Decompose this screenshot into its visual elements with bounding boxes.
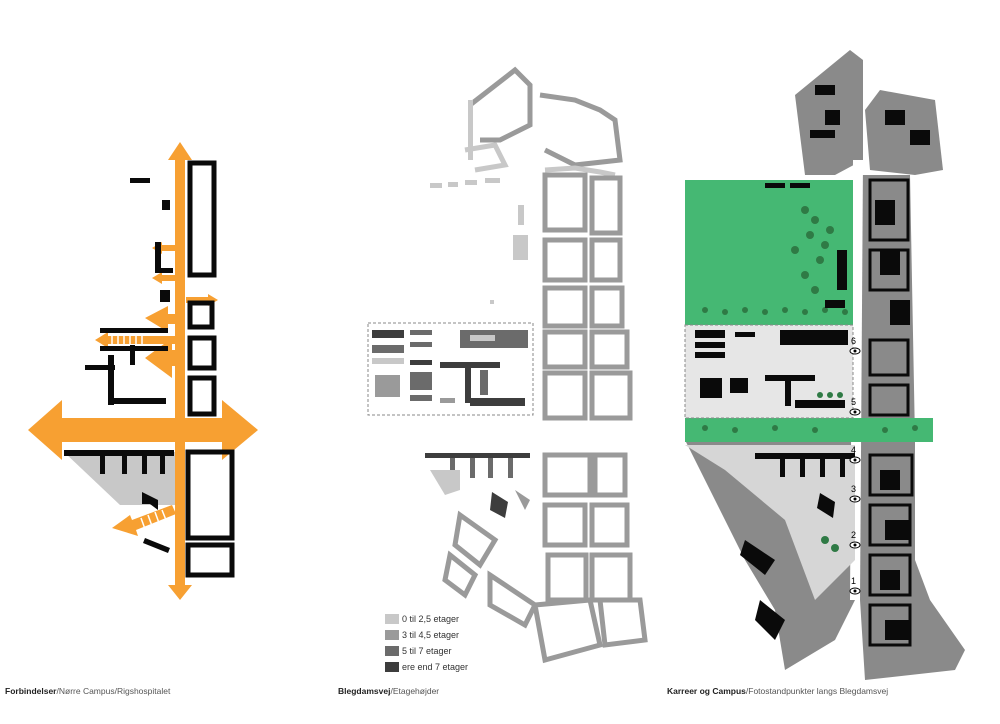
hospital-buildings <box>185 160 235 578</box>
viewpoint-1: 1 <box>849 576 861 595</box>
block-outlines <box>868 178 914 647</box>
comb-building <box>64 450 174 553</box>
south-east-blocks <box>532 452 648 664</box>
campus-buildings <box>85 178 173 405</box>
panel-karreer-og-campus: 6 5 4 3 2 1 Karreer o <box>665 0 1000 724</box>
gray-wedge <box>64 452 175 505</box>
striped-arrow-upper <box>95 332 178 348</box>
legend-swatch <box>385 630 399 640</box>
building-heights-map <box>367 66 648 664</box>
legend-item: 5 til 7 etager <box>385 643 468 659</box>
panel-blegdamsvej: 0 til 2,5 etager 3 til 4,5 etager 5 til … <box>330 0 665 724</box>
viewpoint-3: 3 <box>849 484 861 503</box>
green-strip <box>685 418 933 442</box>
caption-blegdamsvej: Blegdamsvej/Etagehøjder <box>338 686 440 696</box>
caption-karreer-og-campus: Karreer og Campus/Fotostandpunkter langs… <box>667 686 889 696</box>
viewpoint-2: 2 <box>849 530 861 549</box>
striped-arrow-lower-2 <box>112 505 176 536</box>
vertical-arrow <box>168 142 192 600</box>
black-buildings <box>695 85 930 640</box>
legend-swatch <box>385 614 399 624</box>
viewpoint-number: 1 <box>851 576 856 586</box>
upper-arrow-2 <box>145 306 178 332</box>
north-blocks <box>464 66 623 178</box>
viewpoint-5: 5 <box>849 397 861 416</box>
side-arrow-2 <box>152 272 176 284</box>
campus-selection-box <box>367 322 534 416</box>
caption-subtitle: Etagehøjder <box>392 686 440 696</box>
caption-title: Karreer og Campus <box>667 686 746 696</box>
horizontal-arrow <box>28 400 258 460</box>
viewpoint-number: 2 <box>851 530 856 540</box>
north-fragments <box>430 100 528 304</box>
viewpoint-number: 5 <box>851 397 856 407</box>
viewpoint-6: 6 <box>849 336 861 355</box>
east-blocks <box>542 172 633 421</box>
block-campus-map: 6 5 4 3 2 1 <box>684 50 965 680</box>
connections-diagram <box>28 142 258 600</box>
caption-title: Forbindelser <box>5 686 57 696</box>
viewpoint-number: 6 <box>851 336 856 346</box>
legend-item: ere end 7 etager <box>385 659 468 675</box>
tree-clusters <box>702 206 918 552</box>
legend-label: ere end 7 etager <box>402 662 469 672</box>
legend-label: 5 til 7 etager <box>402 646 452 656</box>
viewpoint-4: 4 <box>849 445 861 464</box>
legend-label: 3 til 4,5 etager <box>402 630 460 640</box>
legend-swatch <box>385 662 399 672</box>
viewpoint-number: 3 <box>851 484 856 494</box>
upper-arrow-1 <box>145 338 178 378</box>
campus-buildings <box>372 330 528 406</box>
south-west-blocks <box>442 510 539 629</box>
gray-wedge <box>685 445 855 600</box>
caption-subtitle: Nørre Campus/Rigshospitalet <box>58 686 171 696</box>
campus-selection-box <box>684 324 854 419</box>
legend-swatch <box>385 646 399 656</box>
viewpoint-number: 4 <box>851 445 856 455</box>
caption-subtitle: Fotostandpunkter langs Blegdamsvej <box>748 686 889 696</box>
legend-label: 0 til 2,5 etager <box>402 614 460 624</box>
panel-forbindelser: Forbindelser/Nørre Campus/Rigshospitalet <box>0 0 330 724</box>
caption-forbindelser: Forbindelser/Nørre Campus/Rigshospitalet <box>5 686 171 696</box>
south-blocks <box>425 453 530 518</box>
height-legend: 0 til 2,5 etager 3 til 4,5 etager 5 til … <box>385 611 468 675</box>
legend-item: 0 til 2,5 etager <box>385 611 468 627</box>
legend-item: 3 til 4,5 etager <box>385 627 468 643</box>
caption-title: Blegdamsvej <box>338 686 391 696</box>
